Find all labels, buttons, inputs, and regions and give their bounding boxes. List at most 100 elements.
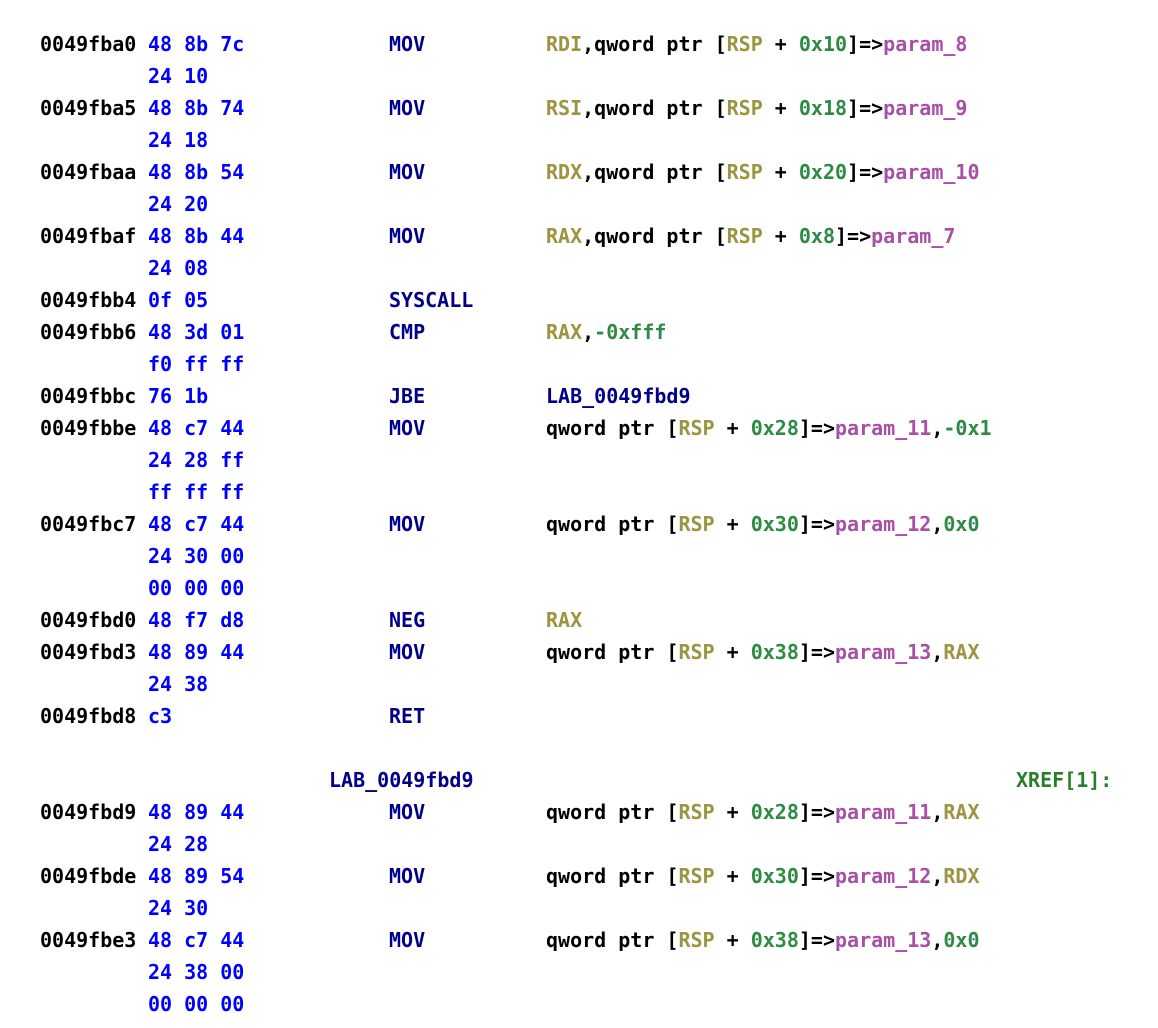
instruction-address[interactable]: 0049fba0	[40, 32, 137, 56]
instruction-mnemonic[interactable]: MOV	[389, 416, 426, 440]
instruction-operands[interactable]: LAB_0049fbd9	[546, 380, 691, 412]
instruction-mnemonic[interactable]: MOV	[389, 96, 426, 120]
instruction-address[interactable]: 0049fbd0	[40, 608, 137, 632]
instruction-address[interactable]: 0049fbd9	[40, 800, 137, 824]
instruction-mnemonic[interactable]: MOV	[389, 32, 426, 56]
instruction-operands[interactable]: RSI,qword ptr [RSP + 0x18]=>param_9	[546, 92, 967, 124]
instruction-address[interactable]: 0049fbd3	[40, 640, 137, 664]
operand-plain: ,qword ptr [	[582, 160, 727, 184]
instruction-bytes[interactable]: 00 00 00	[148, 992, 245, 1016]
operand-variable: param_9	[883, 96, 968, 120]
operand-plain: +	[762, 224, 799, 248]
instruction-address[interactable]: 0049fbb6	[40, 320, 137, 344]
instruction-bytes[interactable]: 48 c7 44	[148, 928, 245, 952]
instruction-address[interactable]: 0049fbaf	[40, 224, 137, 248]
instruction-operands[interactable]: qword ptr [RSP + 0x28]=>param_11,-0x1	[546, 412, 992, 444]
instruction-mnemonic[interactable]: SYSCALL	[389, 288, 474, 312]
instruction-bytes[interactable]: 48 c7 44	[148, 512, 245, 536]
operand-plain: ,qword ptr [	[582, 32, 727, 56]
instruction-operands[interactable]: RAX,qword ptr [RSP + 0x8]=>param_7	[546, 220, 955, 252]
instruction-operands[interactable]: qword ptr [RSP + 0x38]=>param_13,RAX	[546, 636, 980, 668]
instruction-mnemonic[interactable]: MOV	[389, 224, 426, 248]
listing-line: 0049fbd0 48 f7 d8 NEG RAX	[0, 604, 1158, 636]
instruction-mnemonic[interactable]: MOV	[389, 160, 426, 184]
operand-plain: ,	[931, 416, 944, 440]
operand-plain: ]=>	[847, 96, 884, 120]
instruction-operands[interactable]: RAX,-0xfff	[546, 316, 666, 348]
instruction-bytes[interactable]: 00 00 00	[148, 576, 245, 600]
code-label[interactable]: LAB_0049fbd9	[329, 768, 474, 792]
instruction-bytes[interactable]: 48 89 44	[148, 640, 245, 664]
instruction-bytes[interactable]: ff ff ff	[148, 480, 245, 504]
instruction-address[interactable]: 0049fbb4	[40, 288, 137, 312]
listing-line: ff ff ff	[0, 476, 1158, 508]
instruction-bytes[interactable]: 24 38 00	[148, 960, 245, 984]
instruction-bytes[interactable]: 24 28	[148, 832, 209, 856]
instruction-bytes[interactable]: 48 8b 74	[148, 96, 245, 120]
instruction-operands[interactable]: qword ptr [RSP + 0x28]=>param_11,RAX	[546, 796, 980, 828]
instruction-mnemonic[interactable]: JBE	[389, 384, 426, 408]
instruction-bytes[interactable]: f0 ff ff	[148, 352, 245, 376]
instruction-bytes[interactable]: 48 c7 44	[148, 416, 245, 440]
instruction-address[interactable]: 0049fbd8	[40, 704, 137, 728]
instruction-bytes[interactable]: 48 89 44	[148, 800, 245, 824]
instruction-bytes[interactable]: 24 28 ff	[148, 448, 245, 472]
listing-line: 0049fbb6 48 3d 01 CMP RAX,-0xfff	[0, 316, 1158, 348]
operand-plain: ]=>	[798, 928, 835, 952]
instruction-address[interactable]: 0049fbe3	[40, 928, 137, 952]
operand-variable: param_11	[835, 416, 932, 440]
instruction-bytes[interactable]: 48 89 54	[148, 864, 245, 888]
operand-plain: +	[714, 640, 751, 664]
instruction-operands[interactable]: RDX,qword ptr [RSP + 0x20]=>param_10	[546, 156, 980, 188]
operand-plain: ,	[931, 864, 944, 888]
operand-scalar: 0x8	[798, 224, 835, 248]
instruction-mnemonic[interactable]: NEG	[389, 608, 426, 632]
operand-register: RAX	[546, 320, 583, 344]
instruction-bytes[interactable]: 24 38	[148, 672, 209, 696]
operand-scalar: 0x28	[750, 800, 799, 824]
instruction-bytes[interactable]: c3	[148, 704, 173, 728]
instruction-bytes[interactable]: 48 8b 54	[148, 160, 245, 184]
instruction-address[interactable]: 0049fbbc	[40, 384, 137, 408]
instruction-bytes[interactable]: 0f 05	[148, 288, 209, 312]
instruction-bytes[interactable]: 24 30 00	[148, 544, 245, 568]
listing-line: 24 10	[0, 60, 1158, 92]
instruction-bytes[interactable]: 48 8b 44	[148, 224, 245, 248]
instruction-bytes[interactable]: 48 8b 7c	[148, 32, 245, 56]
instruction-operands[interactable]: RDI,qword ptr [RSP + 0x10]=>param_8	[546, 28, 967, 60]
instruction-mnemonic[interactable]: MOV	[389, 864, 426, 888]
instruction-mnemonic[interactable]: MOV	[389, 512, 426, 536]
xref-text[interactable]: XREF[1]:	[1016, 768, 1113, 792]
instruction-bytes[interactable]: 24 18	[148, 128, 209, 152]
instruction-address[interactable]: 0049fbbe	[40, 416, 137, 440]
operand-variable: param_13	[835, 928, 932, 952]
instruction-mnemonic[interactable]: MOV	[389, 640, 426, 664]
listing-line: 24 28 ff	[0, 444, 1158, 476]
instruction-bytes[interactable]: 24 30	[148, 896, 209, 920]
operand-plain: ]=>	[847, 32, 884, 56]
listing-line: 0049fbaf 48 8b 44 MOV RAX,qword ptr [RSP + …	[0, 220, 1158, 252]
instruction-mnemonic[interactable]: MOV	[389, 800, 426, 824]
operand-plain: qword ptr [	[546, 640, 679, 664]
instruction-mnemonic[interactable]: RET	[389, 704, 426, 728]
instruction-address[interactable]: 0049fbaa	[40, 160, 137, 184]
instruction-bytes[interactable]: 76 1b	[148, 384, 209, 408]
instruction-address[interactable]: 0049fbde	[40, 864, 137, 888]
operand-plain: ]=>	[798, 800, 835, 824]
operand-register: RSP	[678, 640, 715, 664]
instruction-bytes[interactable]: 48 f7 d8	[148, 608, 245, 632]
instruction-mnemonic[interactable]: MOV	[389, 928, 426, 952]
instruction-operands[interactable]: qword ptr [RSP + 0x30]=>param_12,0x0	[546, 508, 980, 540]
instruction-address[interactable]: 0049fbc7	[40, 512, 137, 536]
instruction-bytes[interactable]: 48 3d 01	[148, 320, 245, 344]
instruction-address[interactable]: 0049fba5	[40, 96, 137, 120]
operand-variable: param_12	[835, 512, 932, 536]
instruction-operands[interactable]: qword ptr [RSP + 0x38]=>param_13,0x0	[546, 924, 980, 956]
instruction-operands[interactable]: qword ptr [RSP + 0x30]=>param_12,RDX	[546, 860, 980, 892]
instruction-mnemonic[interactable]: CMP	[389, 320, 426, 344]
instruction-bytes[interactable]: 24 10	[148, 64, 209, 88]
instruction-operands[interactable]: RAX	[546, 604, 582, 636]
instruction-bytes[interactable]: 24 20	[148, 192, 209, 216]
instruction-bytes[interactable]: 24 08	[148, 256, 209, 280]
operand-plain: qword ptr [	[546, 864, 679, 888]
